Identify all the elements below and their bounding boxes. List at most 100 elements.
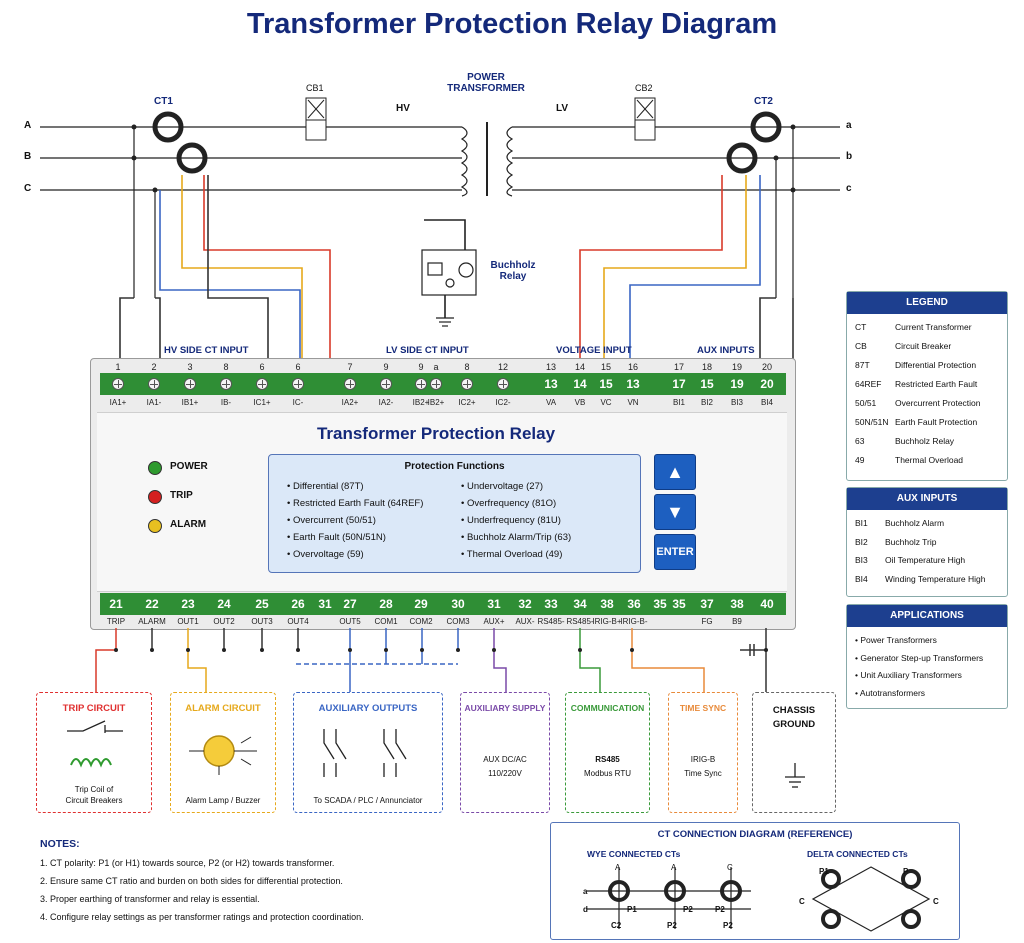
terminal-label: IRIG-B+ <box>592 617 622 626</box>
terminal-label: IC2+ <box>458 398 476 407</box>
terminal-screw-icon[interactable] <box>415 378 427 390</box>
applications-title: APPLICATIONS <box>847 605 1007 627</box>
terminal-screw-icon[interactable] <box>148 378 160 390</box>
terminal-badge[interactable]: 26 <box>291 597 305 611</box>
terminal-screw-icon[interactable] <box>220 378 232 390</box>
wye-ct-diagram <box>587 867 751 929</box>
terminal-badge[interactable]: 22 <box>145 597 159 611</box>
terminal-label: OUT2 <box>213 617 235 626</box>
terminal-screw-icon[interactable] <box>497 378 509 390</box>
terminal-label: AUX- <box>515 617 535 626</box>
legend-key: 50/51 <box>855 398 877 408</box>
terminal-label: IC- <box>292 398 304 407</box>
terminal-screw-icon[interactable] <box>344 378 356 390</box>
function-item: Overfrequency (81O) <box>461 498 556 509</box>
cb1-icon <box>305 97 327 141</box>
note-item: 4. Configure relay settings as per trans… <box>40 912 364 922</box>
terminal-screw-icon[interactable] <box>461 378 473 390</box>
trip-circuit-sub1: Trip Coil of <box>74 785 114 794</box>
terminal-label: VB <box>574 398 586 407</box>
terminal-badge[interactable]: 38 <box>600 597 614 611</box>
legend-key: 64REF <box>855 379 882 389</box>
time-sync-box: TIME SYNC IRIG-B Time Sync <box>668 692 738 813</box>
terminal-badge[interactable]: 38 <box>730 597 744 611</box>
aux-input-value: Buchholz Trip <box>885 536 937 547</box>
top-terminal-strip <box>100 373 786 395</box>
terminal-label: IA1+ <box>109 398 127 407</box>
terminal-badge[interactable]: 25 <box>255 597 269 611</box>
terminal-label: IB2+ <box>427 398 445 407</box>
terminal-badge[interactable]: 28 <box>379 597 393 611</box>
terminal-badge[interactable]: 33 <box>544 597 558 611</box>
delta-corner-label: P <box>903 867 909 876</box>
terminal-number: 1 <box>115 362 121 372</box>
trip-circuit-box: TRIP CIRCUIT Trip Coil of Circuit Breake… <box>36 692 152 813</box>
terminal-number: a <box>433 362 439 372</box>
terminal-screw-icon[interactable] <box>184 378 196 390</box>
terminal-badge[interactable]: 35 <box>672 597 686 611</box>
alarm-led-icon <box>148 519 162 533</box>
lv-ct-input-heading: LV SIDE CT INPUT <box>386 345 469 356</box>
voltage-input-heading: VOLTAGE INPUT <box>556 345 632 356</box>
terminal-label: B9 <box>732 617 742 626</box>
terminal-badge[interactable]: 36 <box>627 597 641 611</box>
terminal-badge[interactable]: 32 <box>518 597 532 611</box>
down-button[interactable]: ▼ <box>654 494 696 530</box>
terminal-number: 7 <box>347 362 353 372</box>
bottom-terminal-strip <box>100 593 786 615</box>
terminal-badge[interactable]: 34 <box>573 597 587 611</box>
terminal-badge[interactable]: 24 <box>217 597 231 611</box>
legend-value: Buchholz Relay <box>895 436 955 446</box>
application-item: • Power Transformers <box>855 635 937 645</box>
terminal-number: 15 <box>600 362 611 372</box>
terminal-badge[interactable]: 30 <box>451 597 465 611</box>
enter-button[interactable]: ENTER <box>654 534 696 570</box>
terminal-badge[interactable]: 31 <box>318 597 332 611</box>
terminal-badge[interactable]: 23 <box>181 597 195 611</box>
aux-supply-voltage: 110/220V <box>488 769 522 778</box>
terminal-number: 8 <box>223 362 229 372</box>
terminal-badge[interactable]: 29 <box>414 597 428 611</box>
terminal-screw-icon[interactable] <box>430 378 442 390</box>
terminal-number: 6 <box>259 362 265 372</box>
time-sync-irig: IRIG-B <box>690 755 716 764</box>
terminal-badge: 13 <box>626 377 640 391</box>
terminal-label: IB- <box>220 398 232 407</box>
relay-title: Transformer Protection Relay <box>316 424 556 443</box>
phase-c-label: C <box>24 183 32 194</box>
wye-mid-label: P2 <box>683 905 693 914</box>
legend-value: Earth Fault Protection <box>895 417 978 427</box>
terminal-label: OUT3 <box>251 617 273 626</box>
terminal-badge[interactable]: 35 <box>653 597 667 611</box>
application-item: • Generator Step-up Transformers <box>855 652 984 663</box>
notes-title: NOTES: <box>40 838 80 850</box>
terminal-badge: 20 <box>760 377 774 391</box>
terminal-screw-icon[interactable] <box>256 378 268 390</box>
terminal-screw-icon[interactable] <box>380 378 392 390</box>
terminal-label: IA1- <box>146 398 162 407</box>
phase-b-lv-label: b <box>846 151 853 162</box>
terminal-number: 6 <box>295 362 301 372</box>
function-item: Underfrequency (81U) <box>461 515 561 526</box>
legend-value: Restricted Earth Fault <box>895 379 978 389</box>
cb1-label: CB1 <box>306 83 324 93</box>
buchholz-relay-icon <box>421 249 477 327</box>
terminal-badge[interactable]: 31 <box>487 597 501 611</box>
terminal-badge[interactable]: 21 <box>109 597 123 611</box>
auxiliary-supply-title: AUXILIARY SUPPLY <box>464 703 546 713</box>
ground-icon <box>785 763 805 788</box>
trip-led-label: TRIP <box>170 490 193 501</box>
terminal-badge[interactable]: 40 <box>760 597 774 611</box>
terminal-screw-icon[interactable] <box>112 378 124 390</box>
terminal-badge[interactable]: 27 <box>343 597 357 611</box>
terminal-badge[interactable]: 37 <box>700 597 714 611</box>
up-button[interactable]: ▲ <box>654 454 696 490</box>
terminal-screw-icon[interactable] <box>292 378 304 390</box>
terminal-label: VC <box>600 398 612 407</box>
legend-value: Differential Protection <box>895 360 977 370</box>
terminal-number: 18 <box>701 362 712 372</box>
auxiliary-outputs-title: AUXILIARY OUTPUTS <box>318 703 418 714</box>
protection-functions-panel: Protection Functions Differential (87T) … <box>268 454 641 573</box>
